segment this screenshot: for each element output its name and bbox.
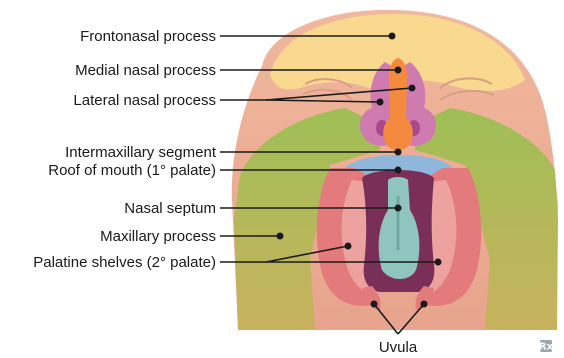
dot-uvula-1 (371, 301, 378, 308)
dot-palatine-2 (435, 259, 442, 266)
label-intermaxillary-segment: Intermaxillary segment (65, 144, 217, 161)
dot-uvula-2 (421, 301, 428, 308)
label-medial-nasal-process: Medial nasal process (75, 62, 216, 79)
dot-medial-nasal (395, 67, 402, 74)
rx-icon: Rx (539, 340, 554, 353)
dot-roof-of-mouth (395, 167, 402, 174)
label-uvula: Uvula (379, 339, 418, 356)
label-roof-of-mouth: Roof of mouth (1° palate) (48, 162, 216, 179)
dot-lateral-nasal-1 (377, 99, 384, 106)
label-maxillary-process: Maxillary process (100, 228, 216, 245)
dot-frontonasal (389, 33, 396, 40)
label-palatine-shelves: Palatine shelves (2° palate) (33, 254, 216, 271)
label-lateral-nasal-process: Lateral nasal process (73, 92, 216, 109)
dot-nasal-septum (395, 205, 402, 212)
dot-intermaxillary (395, 149, 402, 156)
dot-palatine-1 (345, 243, 352, 250)
rx-badge-text: Rx (539, 342, 554, 353)
dot-lateral-nasal-2 (409, 85, 416, 92)
dot-maxillary (277, 233, 284, 240)
label-frontonasal-process: Frontonasal process (80, 28, 216, 45)
label-nasal-septum: Nasal septum (124, 200, 216, 217)
